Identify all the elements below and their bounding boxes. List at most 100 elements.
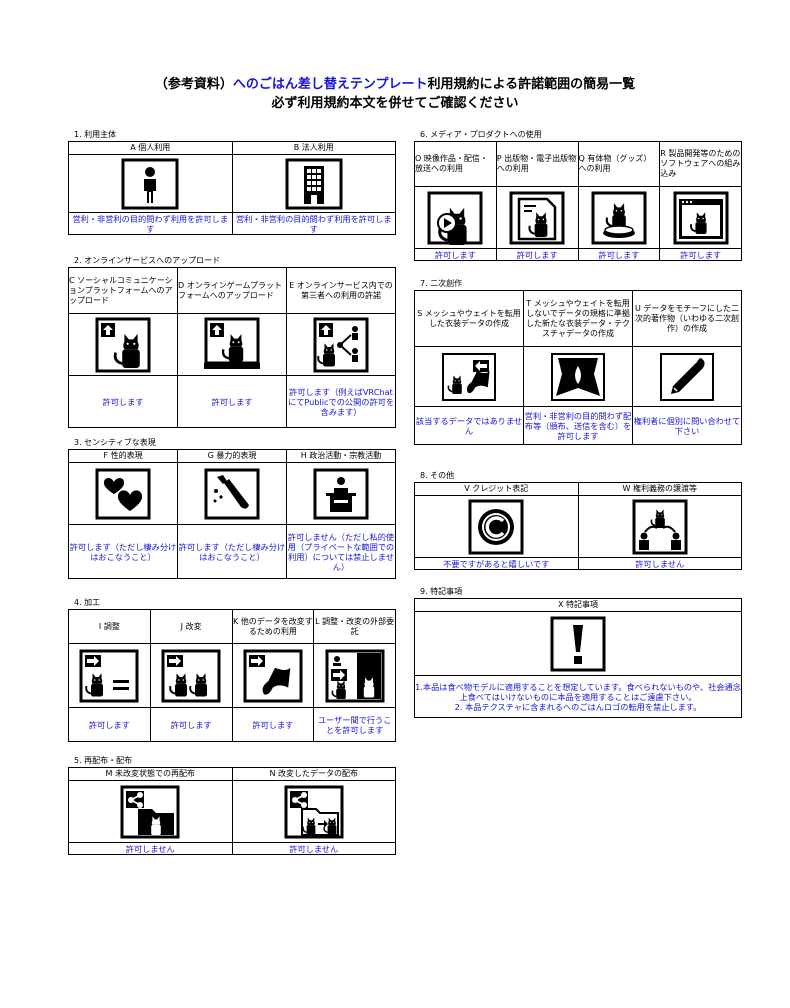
upload-cat-icon xyxy=(95,317,151,372)
page-subtitle: 必ず利用規約本文を併せてご確認ください xyxy=(271,96,519,111)
redistribution-table: M 未改変状態での再配布 N 改変したデータの配布 xyxy=(68,767,396,855)
book-icon xyxy=(509,191,565,244)
col-header: G 暴力的表現 xyxy=(177,449,287,463)
col-header: E オンラインサービス内での第三者への利用の許諾 xyxy=(286,267,396,314)
col-header: K 他のデータを改変するための利用 xyxy=(231,609,315,644)
col-header: U データをモチーフにした二次的著作物（いわゆる二次創作）の作成 xyxy=(632,290,742,347)
section-redistribution: 5. 再配布・配布 M 未改変状態での再配布 N 改変したデータの配布 xyxy=(68,755,396,855)
col-header: T メッシュやウェイトを転用しないでデータの規格に準拠した新たな衣装データ・テク… xyxy=(523,290,633,347)
status-text: 営利・非営利の目的問わず利用を許可します xyxy=(68,212,233,235)
status-text: 許可します xyxy=(495,248,579,261)
status-text: 許可します xyxy=(68,707,151,742)
status-text: 許可します xyxy=(149,707,233,742)
status-text: ユーザー間で行うことを許可します xyxy=(313,707,396,742)
col-header: R 製品開発等のためのソフトウェアへの組み込み xyxy=(659,141,742,187)
pen-icon xyxy=(660,352,714,401)
page-title: （参考資料）へのごはん差し替えテンプレート利用規約による許諾範囲の簡易一覧 xyxy=(0,73,790,92)
col-header: Q 有体物（グッズ）への利用 xyxy=(577,141,661,187)
section-title: 7. 二次創作 xyxy=(420,279,463,288)
modify-icon xyxy=(161,649,221,702)
media-products-table: O 映像作品・配信・放送への利用 P 出版物・電子出版物への利用 Q 有体物（グ… xyxy=(414,141,742,261)
mesh-cat-icon xyxy=(442,352,496,401)
note-item: 1.本品は食べ物モデルに適用することを想定しています。食べられないものや、社会通… xyxy=(415,681,741,702)
video-icon xyxy=(427,191,483,247)
section-title: 1. 利用主体 xyxy=(74,130,117,139)
col-header: A 個人利用 xyxy=(68,141,233,155)
status-text: 許可します xyxy=(231,707,315,742)
section-title: 5. 再配布・配布 xyxy=(74,756,133,765)
ribbon-large-icon xyxy=(551,352,605,401)
col-header: L 調整・改変の外部委託 xyxy=(313,609,396,644)
status-text: 許可します xyxy=(577,248,661,261)
copyright-icon xyxy=(468,499,524,554)
status-text: 許可します xyxy=(659,248,742,261)
derivative-table: S メッシュやウェイトを転用した衣装データの作成 T メッシュやウェイトを転用し… xyxy=(414,290,742,445)
podium-icon xyxy=(313,468,369,519)
notes-cell: 1.本品は食べ物モデルに適用することを想定しています。食べられないものや、社会通… xyxy=(414,675,742,718)
col-header: O 映像作品・配信・放送への利用 xyxy=(414,141,497,187)
col-header: J 改変 xyxy=(149,609,233,644)
section-processing: 4. 加工 I 調整 J 改変 K 他のデータを改変するための利用 L 調整・改… xyxy=(68,597,396,742)
figure-icon xyxy=(591,191,647,244)
share-modified-icon xyxy=(284,785,344,838)
section-other: 8. その他 V クレジット表記 W 権利義務の譲渡等 xyxy=(414,470,742,570)
status-text: 許可します（ただし棲み分けはおこなうこと） xyxy=(68,524,178,579)
transfer-icon xyxy=(632,499,688,554)
other-table: V クレジット表記 W 権利義務の譲渡等 xyxy=(414,482,742,570)
online-upload-table: C ソーシャルコミュニケーションプラットフォームへのアップロード D オンライン… xyxy=(68,267,396,428)
status-text: 許可しません xyxy=(231,842,396,855)
status-text: 該当するデータではありません xyxy=(414,406,524,445)
col-header: P 出版物・電子出版物への利用 xyxy=(495,141,579,187)
hearts-icon xyxy=(95,468,151,519)
status-text: 許可します（ただし棲み分けはおこなうこと） xyxy=(177,524,287,579)
knife-icon xyxy=(204,468,260,519)
col-header: M 未改変状態での再配布 xyxy=(68,767,233,781)
col-header: W 権利義務の譲渡等 xyxy=(577,482,742,496)
section-sensitive: 3. センシティブな表現 F 性的表現 G 暴力的表現 H 政治活動・宗教活動 xyxy=(68,437,396,579)
col-header: H 政治活動・宗教活動 xyxy=(286,449,396,463)
upload-monitor-cat-icon xyxy=(204,317,260,369)
status-text: 許可しません xyxy=(577,557,742,570)
usage-subject-table: A 個人利用 B 法人利用 xyxy=(68,141,396,235)
section-usage-subject: 1. 利用主体 A 個人利用 B 法人利用 xyxy=(68,129,396,235)
section-media-products: 6. メディア・プロダクトへの使用 O 映像作品・配信・放送への利用 P 出版物… xyxy=(414,129,742,261)
status-text: 許可します xyxy=(177,375,287,428)
status-text: 許可しません xyxy=(68,842,233,855)
outsource-icon xyxy=(325,649,385,702)
adjust-icon xyxy=(79,649,139,702)
col-header: X 特記事項 xyxy=(414,598,742,612)
title-suffix: 利用規約による許諾範囲の簡易一覧 xyxy=(427,77,636,92)
building-icon xyxy=(285,158,343,209)
status-text: 不要ですがあると嬉しいです xyxy=(414,557,579,570)
window-icon xyxy=(673,191,729,244)
col-header: V クレジット表記 xyxy=(414,482,579,496)
col-header: D オンラインゲームプラットフォームへのアップロード xyxy=(177,267,287,314)
section-title: 2. オンラインサービスへのアップロード xyxy=(74,256,221,265)
sensitive-table: F 性的表現 G 暴力的表現 H 政治活動・宗教活動 xyxy=(68,449,396,579)
col-header: F 性的表現 xyxy=(68,449,178,463)
section-special-notes: 9. 特記事項 X 特記事項 1.本品は食べ物モデルに適用することを想定していま… xyxy=(414,586,742,718)
section-title: 9. 特記事項 xyxy=(420,587,463,596)
status-text: 営利・非営利の目的問わず利用を許可します xyxy=(231,212,396,235)
title-prefix: （参考資料） xyxy=(154,77,233,92)
person-icon xyxy=(121,158,179,209)
section-title: 4. 加工 xyxy=(74,598,101,607)
status-text: 許可します xyxy=(68,375,178,428)
status-text: 許可します（例えばVRChatにてPublicでの公開の許可を含みます） xyxy=(286,375,396,428)
status-text: 権利者に個別に問い合わせて下さい xyxy=(632,406,742,445)
processing-table: I 調整 J 改変 K 他のデータを改変するための利用 L 調整・改変の外部委託 xyxy=(68,609,396,742)
title-product-name: へのごはん差し替えテンプレート xyxy=(232,77,428,92)
upload-share-icon xyxy=(313,317,369,372)
status-text: 許可しません（ただし私的使用（プライベートな範囲での利用）については禁止しません… xyxy=(286,524,396,579)
special-notes-table: X 特記事項 1.本品は食べ物モデルに適用することを想定しています。食べられない… xyxy=(414,598,742,718)
ribbon-icon xyxy=(243,649,303,702)
section-title: 3. センシティブな表現 xyxy=(74,438,156,447)
exclamation-icon xyxy=(550,616,606,671)
section-title: 8. その他 xyxy=(420,471,455,480)
status-text: 許可します xyxy=(414,248,497,261)
col-header: S メッシュやウェイトを転用した衣装データの作成 xyxy=(414,290,524,347)
col-header: C ソーシャルコミュニケーションプラットフォームへのアップロード xyxy=(68,267,178,314)
section-online-upload: 2. オンラインサービスへのアップロード C ソーシャルコミュニケーションプラッ… xyxy=(68,255,396,428)
share-folder-icon xyxy=(120,785,180,838)
status-text: 営利・非営利の目的問わず配布等（頒布、送信を含む）を許可します xyxy=(523,406,633,445)
